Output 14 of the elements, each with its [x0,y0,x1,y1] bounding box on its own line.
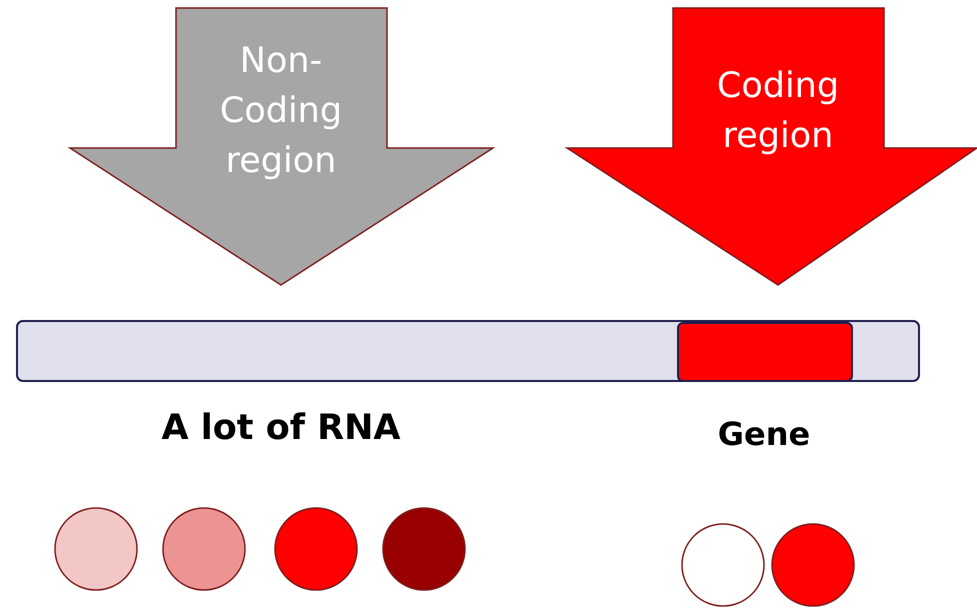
circle-shape [274,507,358,591]
text-label: Gene [718,415,810,453]
gene-segment [677,322,853,382]
circle-shape [681,523,765,607]
circle-shape [771,523,855,607]
block-arrow [70,8,493,285]
circle-shape [162,507,246,591]
sequence-bar [16,320,920,382]
arrow-text: Non-Coding region [218,40,344,183]
circle-shape [54,507,138,591]
circle-shape [382,507,466,591]
text-label: A lot of RNA [161,408,401,448]
block-arrow [567,8,977,285]
arrow-text: Coding region [716,65,840,158]
